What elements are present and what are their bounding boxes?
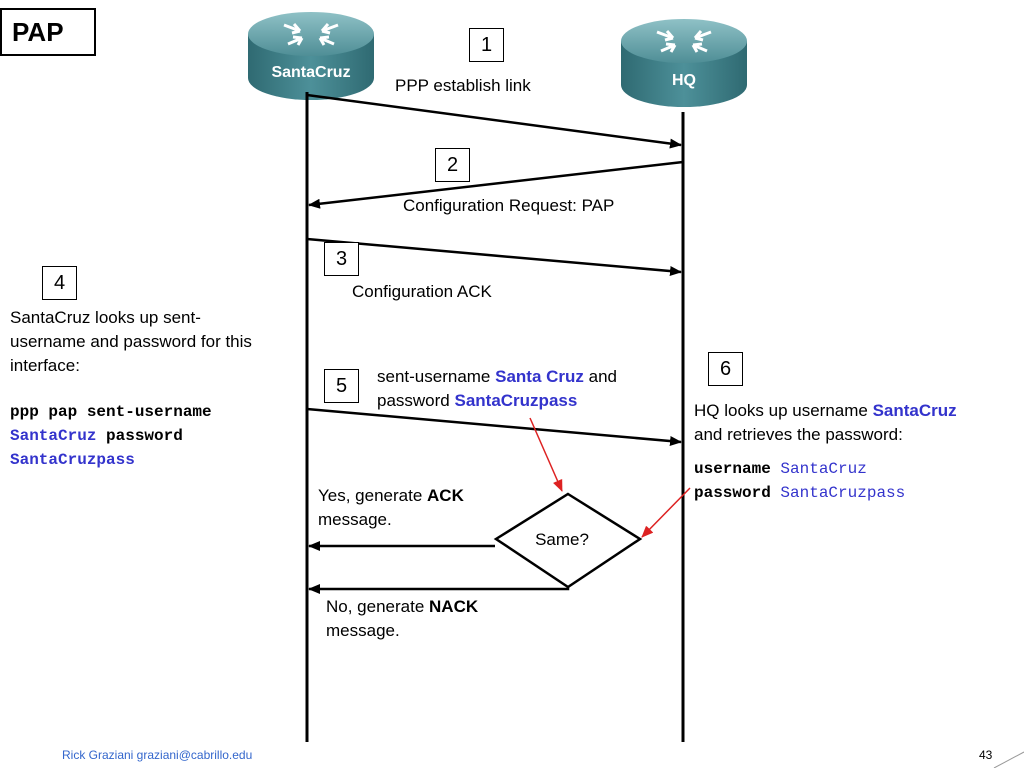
arrow-step3 <box>306 237 682 277</box>
step-3-box: 3 <box>324 242 359 276</box>
step-5-description: sent-username Santa Cruz and password Sa… <box>377 365 617 413</box>
arrow-step1 <box>306 93 682 149</box>
ack-text-a: Yes, generate <box>318 486 428 505</box>
step-4-cmd-password-keyword: password <box>96 427 183 445</box>
red-arrow-stored-credentials <box>641 487 691 538</box>
step-6-cmd-username-keyword: username <box>694 460 781 478</box>
step-5-text-a: sent-username <box>377 367 496 386</box>
arrow-step5 <box>306 407 682 447</box>
ack-text-c: message. <box>318 510 392 529</box>
step-6-description: HQ looks up username SantaCruz and retri… <box>694 399 957 447</box>
step-2-text: Configuration Request: PAP <box>403 196 615 215</box>
router-arrows-icon <box>283 23 339 46</box>
page-corner-mark <box>993 751 1024 768</box>
step-2-box: 2 <box>435 148 470 182</box>
slide-title: PAP <box>0 8 96 56</box>
ack-keyword: ACK <box>427 486 464 505</box>
step-4-box: 4 <box>42 266 77 300</box>
step-6-box: 6 <box>708 352 743 386</box>
step-6-command: username SantaCruz password SantaCruzpas… <box>694 457 905 505</box>
step-4-description: SantaCruz looks up sent- username and pa… <box>10 306 252 378</box>
step-4-cmd-username: SantaCruz <box>10 427 97 445</box>
ack-description: Yes, generate ACK message. <box>318 484 464 532</box>
step-4-cmd-password-value: SantaCruzpass <box>10 451 135 469</box>
step-6-cmd-password: SantaCruzpass <box>780 484 906 502</box>
step-5-text-d: password <box>377 391 455 410</box>
step-4-cmd-line-1: ppp pap sent-username <box>10 403 212 421</box>
step-6-cmd-username: SantaCruz <box>780 460 867 478</box>
step-1-box: 1 <box>469 28 504 62</box>
step-5-password: SantaCruzpass <box>454 391 578 410</box>
router-arrows-icon <box>656 30 712 53</box>
footer-author: Rick Graziani graziani@cabrillo.edu <box>62 748 253 762</box>
nack-text-a: No, generate <box>326 597 430 616</box>
step-4-line-1: SantaCruz looks up sent- <box>10 308 201 327</box>
step-6-text-a: HQ looks up username <box>694 401 873 420</box>
step-6-text-c: and retrieves the password: <box>694 425 903 444</box>
router-hq: HQ <box>621 19 747 107</box>
nack-keyword: NACK <box>429 597 479 616</box>
arrow-step2 <box>308 160 684 209</box>
step-4-line-3: interface: <box>10 356 80 375</box>
decision-label: Same? <box>535 530 589 549</box>
router-label-santacruz: SantaCruz <box>271 64 350 81</box>
step-1-text: PPP establish link <box>395 76 531 95</box>
nack-description: No, generate NACK message. <box>326 595 478 643</box>
step-6-cmd-password-keyword: password <box>694 484 781 502</box>
nack-text-c: message. <box>326 621 400 640</box>
router-santacruz: SantaCruz <box>248 12 374 100</box>
router-label-hq: HQ <box>672 72 696 89</box>
red-arrow-sent-credentials <box>529 417 563 492</box>
step-6-username: SantaCruz <box>872 401 957 420</box>
step-5-username: Santa Cruz <box>495 367 584 386</box>
arrow-nack <box>308 584 570 594</box>
step-5-box: 5 <box>324 369 359 403</box>
page-number: 43 <box>979 748 993 762</box>
step-4-line-2: username and password for this <box>10 332 252 351</box>
step-3-text: Configuration ACK <box>352 282 492 301</box>
step-5-text-c: and <box>583 367 618 386</box>
step-4-command: ppp pap sent-username SantaCruz password… <box>10 400 212 472</box>
